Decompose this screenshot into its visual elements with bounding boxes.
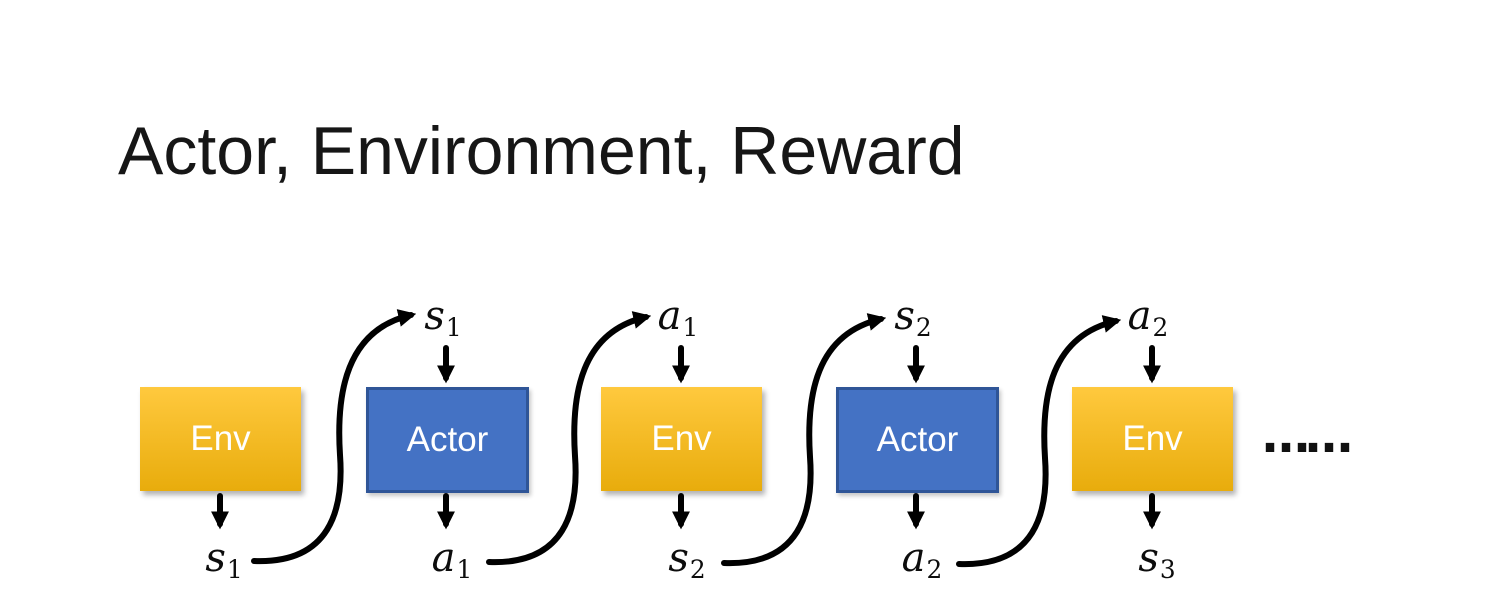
bottom-label-s1-base: s	[205, 535, 226, 581]
top-label-a1-sub: 1	[682, 313, 699, 343]
env-box-2: Env	[601, 387, 762, 491]
bottom-label-s3-base: s	[1138, 535, 1159, 581]
actor-box-1-label: Actor	[406, 420, 489, 459]
continuation-ellipsis: ……	[1262, 408, 1353, 464]
top-label-a2-sub: 2	[1152, 313, 1169, 343]
top-label-a2: a2	[1128, 296, 1169, 341]
actor-box-2-label: Actor	[876, 420, 959, 459]
curved-arrow-s1-icon	[251, 309, 417, 565]
top-label-s2: s2	[894, 296, 931, 341]
bottom-label-a1-base: a	[431, 535, 456, 581]
top-label-a2-base: a	[1127, 293, 1152, 339]
env-box-1: Env	[140, 387, 301, 491]
env-box-1-label: Env	[190, 419, 251, 458]
bottom-label-a2-sub: 2	[926, 555, 943, 585]
bottom-label-s1-sub: 1	[226, 555, 243, 585]
actor-box-1: Actor	[366, 387, 529, 493]
top-label-a1-base: a	[657, 293, 682, 339]
bottom-label-s1: s1	[205, 538, 242, 583]
bottom-label-s3: s3	[1138, 538, 1175, 583]
top-label-s2-sub: 2	[915, 313, 932, 343]
bottom-label-s2: s2	[668, 538, 705, 583]
top-label-a1: a1	[658, 296, 699, 341]
bottom-label-s2-base: s	[668, 535, 689, 581]
slide-title: Actor, Environment, Reward	[118, 113, 965, 189]
env-box-3: Env	[1072, 387, 1233, 491]
curved-arrow-a1-icon	[486, 311, 652, 566]
top-label-s1: s1	[424, 296, 461, 341]
top-label-s2-base: s	[894, 293, 915, 339]
bottom-label-s3-sub: 3	[1159, 555, 1176, 585]
bottom-label-a1-sub: 1	[456, 555, 473, 585]
bottom-label-a2-base: a	[901, 535, 926, 581]
bottom-label-a1: a1	[432, 538, 473, 583]
curved-arrow-a2-icon	[956, 315, 1122, 568]
curved-arrow-s2-icon	[721, 313, 887, 567]
top-label-s1-sub: 1	[445, 313, 462, 343]
bottom-label-s2-sub: 2	[689, 555, 706, 585]
actor-box-2: Actor	[836, 387, 999, 493]
env-box-2-label: Env	[651, 419, 712, 458]
bottom-label-a2: a2	[902, 538, 943, 583]
top-label-s1-base: s	[424, 293, 445, 339]
env-box-3-label: Env	[1122, 419, 1183, 458]
